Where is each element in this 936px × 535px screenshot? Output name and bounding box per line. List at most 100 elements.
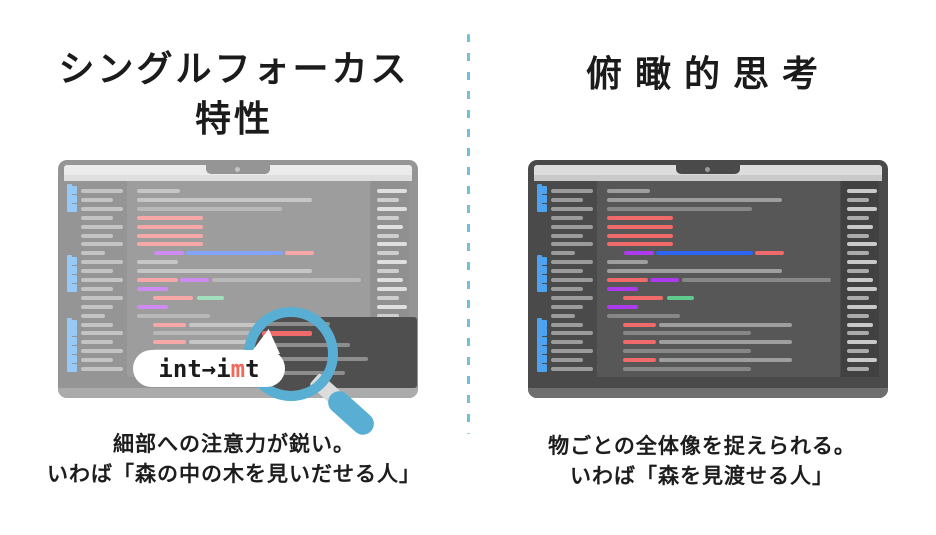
laptop-screen-right bbox=[528, 160, 888, 398]
right-caption-line1: 物ごとの全体像を捉えられる。 bbox=[548, 435, 856, 458]
camera-dot-icon bbox=[705, 167, 710, 172]
sidebar-file-line bbox=[551, 251, 575, 256]
sidebar-file-line bbox=[551, 322, 583, 327]
right-caption: 物ごとの全体像を捉えられる。 いわば「森を見渡せる人」 bbox=[468, 432, 936, 492]
code-line bbox=[659, 358, 792, 363]
code-line bbox=[189, 322, 322, 327]
sidebar-file-line bbox=[81, 206, 123, 211]
minimap-line bbox=[377, 233, 399, 238]
minimap-line bbox=[377, 215, 399, 220]
code-line bbox=[659, 340, 792, 345]
code-line bbox=[607, 304, 638, 309]
sidebar-file-line bbox=[551, 367, 593, 371]
minimap-line bbox=[377, 189, 407, 193]
folder-icon bbox=[67, 353, 77, 364]
minimap-line bbox=[377, 278, 403, 282]
code-line bbox=[607, 224, 673, 229]
sidebar-file-line bbox=[551, 215, 583, 220]
minimap-line bbox=[847, 251, 869, 256]
minimap-line bbox=[377, 260, 407, 265]
code-line bbox=[623, 322, 656, 327]
folder-icon bbox=[67, 335, 77, 346]
minimap-line bbox=[377, 367, 399, 371]
minimap-line bbox=[377, 251, 399, 256]
sidebar-file-line bbox=[551, 295, 593, 300]
minimap-line bbox=[377, 197, 399, 202]
code-line bbox=[137, 269, 312, 274]
folder-icon bbox=[67, 362, 77, 372]
code-line bbox=[607, 233, 673, 238]
code-line bbox=[137, 215, 203, 220]
code-line bbox=[607, 313, 680, 318]
sidebar-file-line bbox=[551, 349, 593, 354]
right-caption-line2: いわば「森を見渡せる人」 bbox=[570, 465, 834, 488]
code-line bbox=[186, 251, 283, 256]
code-line bbox=[656, 251, 753, 256]
folder-icon bbox=[537, 326, 547, 337]
code-line bbox=[137, 224, 203, 229]
folder-icon bbox=[67, 273, 77, 283]
code-line bbox=[180, 278, 209, 282]
sidebar-file-line bbox=[81, 260, 123, 265]
folder-icon bbox=[67, 344, 77, 355]
sidebar-file-line bbox=[551, 269, 583, 274]
code-line bbox=[153, 367, 281, 371]
sidebar-file-line bbox=[551, 278, 593, 282]
code-line bbox=[137, 242, 203, 247]
code-line bbox=[137, 197, 312, 202]
sidebar-file-line bbox=[81, 313, 105, 318]
code-line bbox=[607, 260, 648, 265]
dashed-divider bbox=[467, 34, 470, 434]
left-title: シングルフォーカス 特性 bbox=[0, 44, 468, 144]
minimap-line bbox=[847, 197, 869, 202]
code-line bbox=[137, 304, 168, 309]
code-line bbox=[212, 278, 361, 282]
sidebar-file-line bbox=[551, 233, 583, 238]
code-line bbox=[137, 286, 168, 291]
folder-icon bbox=[537, 353, 547, 364]
folder-icon bbox=[67, 201, 77, 212]
minimap-line bbox=[377, 242, 407, 247]
minimap-line bbox=[377, 349, 399, 354]
sidebar-file-line bbox=[551, 358, 583, 363]
minimap-line bbox=[847, 269, 869, 274]
code-line bbox=[153, 349, 281, 354]
sidebar-file-line bbox=[551, 224, 593, 229]
left-caption-line1: 細部への注意力が鋭い。 bbox=[113, 433, 355, 456]
code-line bbox=[153, 340, 186, 345]
sidebar-file-line bbox=[551, 286, 583, 291]
folder-icon bbox=[67, 281, 77, 292]
sidebar-file-line bbox=[551, 313, 575, 318]
code-line bbox=[607, 197, 782, 202]
folder-icon bbox=[537, 344, 547, 355]
minimap-line bbox=[847, 295, 869, 300]
minimap-line bbox=[377, 224, 403, 229]
minimap-line bbox=[847, 322, 873, 327]
code-line bbox=[153, 295, 193, 300]
folder-icon bbox=[537, 201, 547, 212]
code-line bbox=[623, 331, 751, 336]
code-line bbox=[189, 358, 322, 363]
sidebar-file-line bbox=[81, 215, 113, 220]
code-line bbox=[153, 322, 186, 327]
laptop-illustration-left bbox=[58, 160, 418, 398]
minimap-line bbox=[377, 286, 407, 291]
minimap-line bbox=[847, 331, 869, 336]
sidebar-file-line bbox=[551, 331, 593, 336]
folder-icon bbox=[537, 281, 547, 292]
minimap-line bbox=[847, 233, 869, 238]
code-line bbox=[137, 206, 282, 211]
code-line bbox=[623, 349, 751, 354]
folder-icon bbox=[67, 326, 77, 337]
left-title-line1: シングルフォーカス bbox=[58, 48, 410, 89]
sidebar-file-line bbox=[551, 304, 583, 309]
sidebar-file-line bbox=[81, 189, 123, 193]
minimap-line bbox=[847, 313, 869, 318]
minimap-line bbox=[847, 206, 877, 211]
minimap-line bbox=[847, 260, 877, 265]
minimap-line bbox=[847, 286, 877, 291]
laptop-screen-left bbox=[58, 160, 418, 398]
code-line bbox=[624, 251, 654, 256]
code-line bbox=[137, 260, 178, 265]
